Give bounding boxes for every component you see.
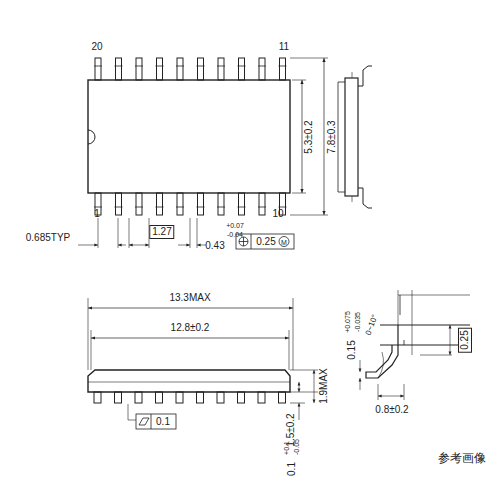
pin-number: 20	[91, 42, 102, 52]
dimension: 5.3±0.2	[304, 120, 314, 153]
tolerance-value: 0.25	[256, 237, 275, 247]
angle: 0~10°	[365, 314, 380, 337]
tolerance: +0.1	[283, 441, 290, 455]
basic-dimension: 1.27	[149, 225, 174, 239]
dimension: 0.8±0.2	[375, 405, 408, 415]
pin-number: 10	[272, 209, 283, 219]
pin-number: 11	[279, 42, 289, 52]
tolerance: -0.05	[293, 439, 300, 455]
lead-pins	[94, 392, 286, 403]
dimension: 13.3MAX	[169, 293, 210, 303]
tolerance: +0.07	[226, 222, 244, 229]
dimension: 0.43	[205, 241, 224, 251]
dimension: 1.9MAX	[319, 367, 329, 405]
basic-dimension: 0.25	[458, 327, 472, 352]
tolerance: -0.04	[227, 231, 243, 238]
dimension: 0.15	[347, 340, 357, 359]
dimension: 12.8±0.2	[171, 323, 210, 333]
dimension: 0.1	[287, 462, 297, 476]
modifier-symbol: M	[281, 239, 287, 246]
dimension: 7.8±0.3	[327, 120, 337, 153]
tolerance-value: 0.1	[156, 417, 170, 427]
note: 参考画像	[438, 452, 486, 464]
tolerance: +0.075	[344, 311, 351, 333]
dimension: 0.685TYP	[26, 233, 70, 243]
pin-number: 1	[94, 209, 100, 219]
tolerance: -0.035	[354, 312, 361, 332]
lead-pins	[94, 58, 287, 215]
